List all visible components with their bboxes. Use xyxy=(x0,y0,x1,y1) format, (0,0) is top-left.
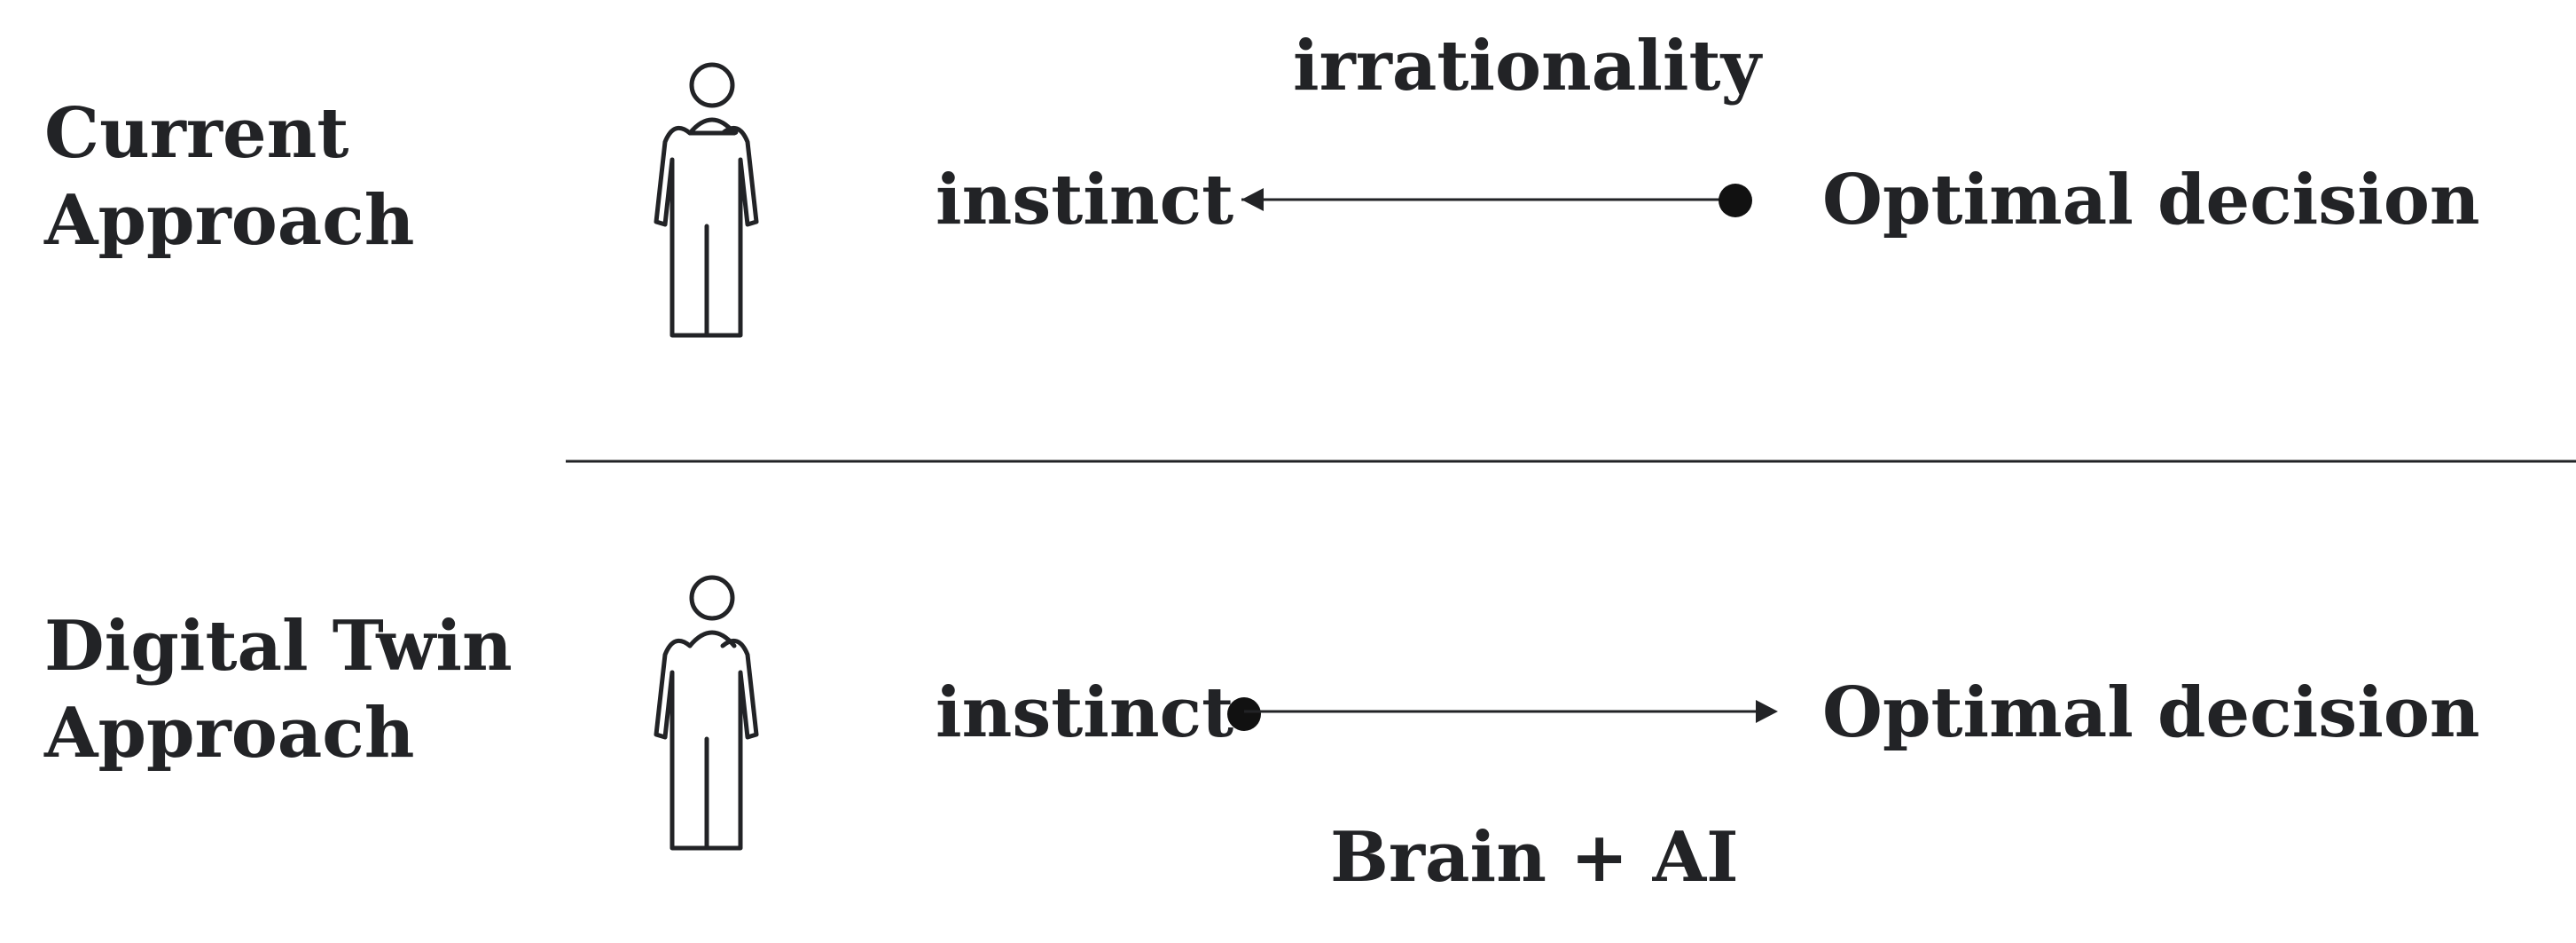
node-instinct-digital-twin: instinct xyxy=(936,672,1234,753)
arrow-right-icon xyxy=(1227,697,1778,731)
edge-label-irrationality: irrationality xyxy=(1293,26,1761,106)
row-label-current-line2: Approach xyxy=(44,180,415,261)
node-optimal-decision-current: Optimal decision xyxy=(1822,160,2480,240)
edge-label-brain-ai: Brain + AI xyxy=(1330,817,1739,898)
row-label-current-line1: Current xyxy=(44,93,349,174)
row-label-digital-twin-line1: Digital Twin xyxy=(44,606,513,687)
person-icon xyxy=(654,575,759,851)
arrow-left-icon xyxy=(1241,184,1752,217)
row-label-digital-twin-line2: Approach xyxy=(44,693,415,774)
node-instinct-current: instinct xyxy=(936,160,1234,240)
node-optimal-decision-digital-twin: Optimal decision xyxy=(1822,672,2480,753)
person-icon xyxy=(654,62,759,338)
